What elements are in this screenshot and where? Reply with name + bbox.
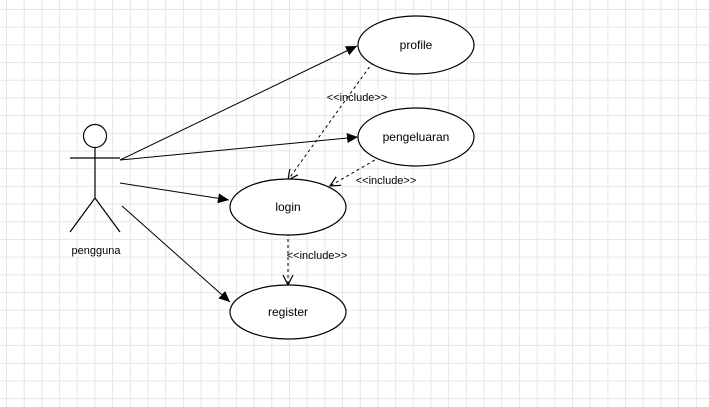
include-profile-login[interactable] xyxy=(288,61,374,180)
use-case-pengeluaran-label: pengeluaran xyxy=(383,130,450,144)
use-case-profile-shape xyxy=(357,15,475,75)
use-case-profile-label: profile xyxy=(400,38,433,52)
use-case-login[interactable]: login xyxy=(229,178,347,236)
association-register[interactable] xyxy=(121,205,231,303)
actor-right-leg xyxy=(94,197,121,233)
use-case-pengeluaran[interactable]: pengeluaran xyxy=(357,107,475,167)
use-case-register-shape xyxy=(229,284,347,340)
association-pengeluaran[interactable] xyxy=(119,133,359,161)
include-label-login-register: <<include>> xyxy=(287,250,348,262)
association-profile[interactable] xyxy=(119,45,358,161)
include-label-pengeluaran-login: <<include>> xyxy=(356,175,417,187)
actor-label: pengguna xyxy=(72,245,122,257)
include-label-profile-login: <<include>> xyxy=(327,92,388,104)
association-login[interactable] xyxy=(119,182,230,204)
actor-left-leg xyxy=(69,197,96,233)
include-pengeluaran-login[interactable] xyxy=(330,156,381,186)
actor-head xyxy=(82,123,108,149)
use-case-register[interactable]: register xyxy=(229,284,347,340)
actor-pengguna[interactable]: pengguna xyxy=(69,123,122,258)
use-case-pengeluaran-shape xyxy=(357,107,475,167)
use-case-profile[interactable]: profile xyxy=(357,15,475,75)
use-case-login-shape xyxy=(229,178,347,236)
use-case-login-label: login xyxy=(275,200,300,214)
use-case-register-label: register xyxy=(268,305,308,319)
